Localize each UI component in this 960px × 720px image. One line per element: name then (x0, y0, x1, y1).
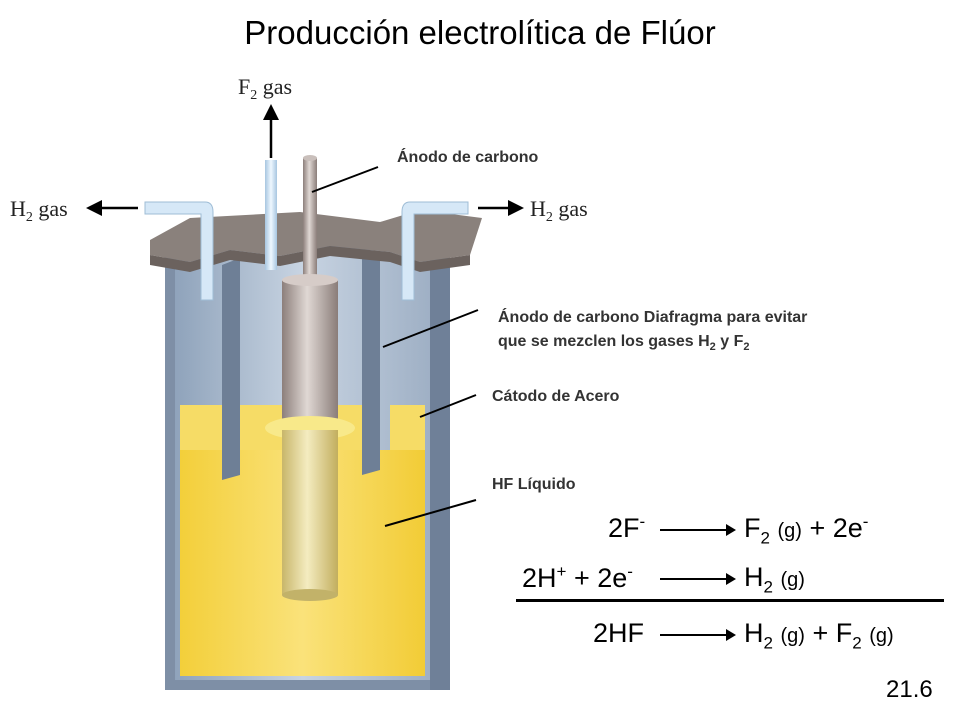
equation-1-left: 2F- (608, 512, 646, 543)
equation-2-left: 2H+ + 2e- (522, 562, 633, 593)
gas-arrows (86, 104, 524, 216)
arrow-eq2 (660, 573, 736, 585)
equation-2-right: H2 (g) (744, 562, 805, 597)
equation-3-right: H2 (g) + F2 (g) (744, 618, 894, 653)
label-hf-liquid: HF Líquido (492, 476, 576, 493)
diaphragm-right (362, 252, 380, 475)
slide-number: 21.6 (886, 676, 933, 703)
label-cathode: Cátodo de Acero (492, 388, 620, 405)
sum-rule (516, 599, 944, 602)
callout-lines (311, 166, 479, 527)
label-diaphragm-line1: Ánodo de carbono Diafragma para evitar (498, 307, 807, 326)
gas-label-h2-right: H2 gas (530, 196, 588, 225)
gas-label-h2-left: H2 gas (10, 196, 68, 225)
carbon-anode (265, 155, 355, 601)
arrow-eq3 (660, 629, 736, 641)
equation-3-left: 2HF (593, 618, 645, 648)
label-anode-top: Ánodo de carbono (397, 147, 539, 166)
gas-label-f2: F2 gas (238, 74, 292, 103)
page-title: Producción electrolítica de Flúor (244, 14, 716, 51)
equation-1-right: F2 (g) + 2e- (744, 512, 869, 548)
arrow-eq1 (660, 524, 736, 536)
gas-tubes (144, 160, 469, 301)
diaphragm-left (222, 258, 240, 480)
label-diaphragm-line2: que se mezclen los gases H2 y F2 (498, 333, 749, 353)
